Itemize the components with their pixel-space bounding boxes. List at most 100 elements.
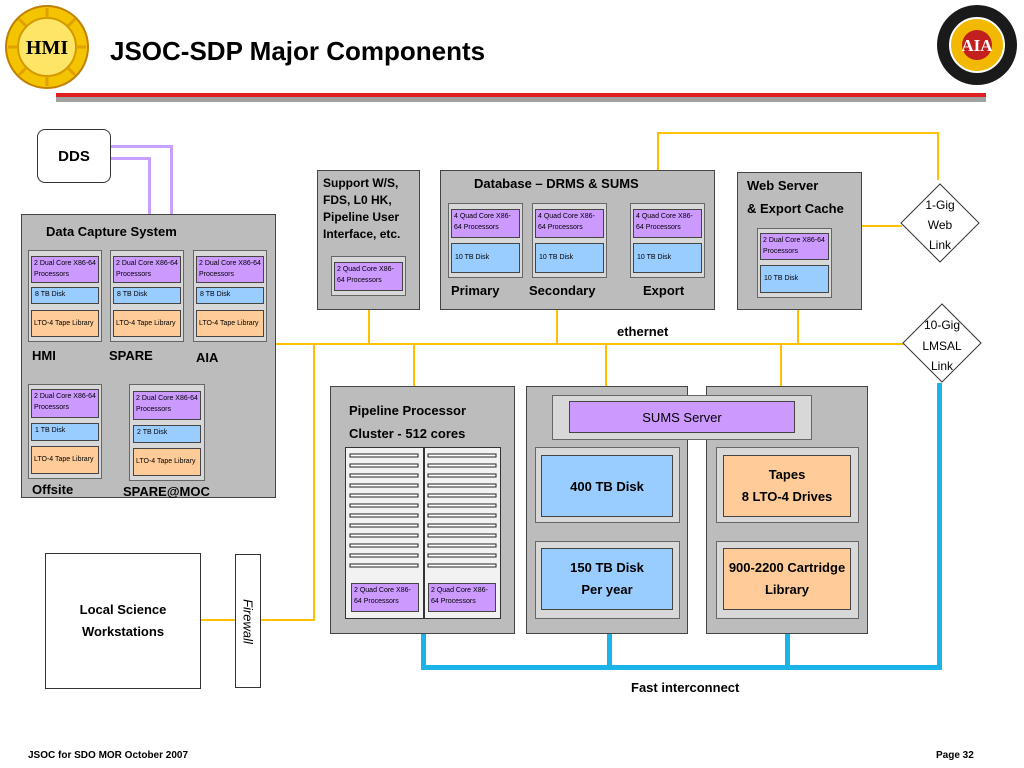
web-server-processors: 2 Dual Core X86-64 Processors: [760, 233, 829, 260]
ethernet-label: ethernet: [617, 324, 669, 339]
fast-sums-drop: [607, 634, 612, 670]
fast-pipeline-drop: [421, 634, 426, 670]
10-gig-lmsal-link: [902, 303, 982, 383]
dds-line-1v: [170, 145, 173, 215]
library-line2: Library: [764, 582, 810, 597]
1-gig-web-link: [900, 183, 980, 263]
header-rule-gray: [56, 97, 986, 102]
pipeline-title-line2: Cluster - 512 cores: [349, 426, 466, 441]
spare-disk: 8 TB Disk: [113, 287, 181, 304]
svg-text:AIA: AIA: [961, 36, 993, 55]
support-drop: [368, 310, 370, 344]
web-link-right-drop: [937, 132, 939, 180]
spare-moc-label: SPARE@MOC: [123, 484, 210, 499]
pipeline-processors-left: 2 Quad Core X86-64 Processors: [351, 583, 419, 612]
spare-label: SPARE: [109, 348, 153, 363]
fast-bus: [421, 665, 942, 670]
header-rule-red: [56, 93, 986, 97]
offsite-disk: 1 TB Disk: [31, 423, 99, 441]
tapes-line2: 8 LTO-4 Drives: [741, 489, 833, 504]
hmi-processors: 2 Dual Core X86-64 Processors: [31, 256, 99, 283]
disk-150-line1: 150 TB Disk: [570, 560, 644, 575]
offsite-label: Offsite: [32, 482, 74, 497]
footer-left: JSOC for SDO MOR October 2007: [28, 750, 189, 761]
hmi-disk: 8 TB Disk: [31, 287, 99, 304]
hmi-tape-library: LTO-4 Tape Library: [31, 310, 99, 337]
pipeline-drop: [413, 343, 415, 387]
dds-label: DDS: [58, 147, 90, 165]
tapes-drop: [780, 343, 782, 387]
sums-drop: [605, 343, 607, 387]
spare-moc-tape-library: LTO-4 Tape Library: [133, 448, 201, 476]
page-title: JSOC-SDP Major Components: [110, 36, 486, 66]
sums-server-label: SUMS Server: [642, 409, 722, 425]
database-drop: [556, 310, 558, 344]
secondary-processors: 4 Quad Core X86-64 Processors: [535, 209, 604, 238]
10-gig-line2: LMSAL: [922, 339, 962, 353]
spare-moc-disk: 2 TB Disk: [133, 425, 201, 443]
export-processors: 4 Quad Core X86-64 Processors: [633, 209, 702, 238]
primary-processors: 4 Quad Core X86-64 Processors: [451, 209, 520, 238]
disk-400: 400 TB Disk: [541, 455, 673, 517]
spare-processors: 2 Dual Core X86-64 Processors: [113, 256, 181, 283]
aia-logo: AIA: [936, 4, 1018, 86]
dds-line-1: [110, 145, 172, 148]
10-gig-line3: Link: [930, 359, 953, 373]
tapes-drives: Tapes 8 LTO-4 Drives: [723, 455, 851, 517]
aia-processors: 2 Dual Core X86-64 Processors: [196, 256, 264, 283]
offsite-processors: 2 Dual Core X86-64 Processors: [31, 389, 99, 418]
10-gig-line1: 10-Gig: [923, 318, 961, 332]
local-workstations: Local Science Workstations: [45, 553, 201, 689]
firewall-label: Firewall: [240, 599, 256, 644]
local-line2: Workstations: [81, 624, 165, 639]
aia-tape-library: LTO-4 Tape Library: [196, 310, 264, 337]
workstation-link: [201, 619, 235, 621]
web-link-left-drop: [657, 132, 659, 170]
1-gig-line3: Link: [928, 238, 951, 252]
dds-line-2: [110, 157, 150, 160]
svg-text:HMI: HMI: [26, 37, 68, 59]
sums-server: SUMS Server: [569, 401, 795, 433]
offsite-tape-library: LTO-4 Tape Library: [31, 446, 99, 474]
fast-tapes-drop: [785, 634, 790, 670]
firewall-link-horizontal: [261, 619, 315, 621]
primary-label: Primary: [451, 283, 500, 298]
fast-lmsal-drop: [937, 383, 942, 670]
1-gig-line1: 1-Gig: [925, 198, 955, 212]
aia-disk: 8 TB Disk: [196, 287, 264, 304]
local-line1: Local Science: [79, 602, 167, 617]
database-title: Database – DRMS & SUMS: [474, 176, 639, 191]
pipeline-processors-right: 2 Quad Core X86-64 Processors: [428, 583, 496, 612]
spare-tape-library: LTO-4 Tape Library: [113, 310, 181, 337]
web-server-title-line1: Web Server: [747, 178, 819, 193]
support-processors: 2 Quad Core X86-64 Processors: [334, 262, 403, 291]
firewall-link-vertical: [313, 343, 315, 621]
hmi-logo: HMI: [4, 4, 90, 90]
support-ws-label: Support W/S, FDS, L0 HK, Pipeline User I…: [323, 176, 401, 241]
disk-400-label: 400 TB Disk: [570, 478, 644, 494]
dds-box: DDS: [37, 129, 111, 183]
library-line1: 900-2200 Cartridge: [728, 560, 846, 575]
export-label: Export: [643, 283, 685, 298]
export-disk: 10 TB Disk: [633, 243, 702, 273]
cartridge-library: 900-2200 Cartridge Library: [723, 548, 851, 610]
fast-interconnect-label: Fast interconnect: [631, 680, 740, 695]
rack-slots: [345, 447, 501, 619]
web-server-title-line2: & Export Cache: [747, 201, 844, 216]
dds-line-2v: [148, 157, 151, 215]
webserver-drop: [797, 310, 799, 344]
disk-150-line2: Per year: [581, 582, 633, 597]
secondary-label: Secondary: [529, 283, 596, 298]
firewall: [235, 554, 261, 688]
tapes-line1: Tapes: [768, 467, 806, 482]
web-link-top: [657, 132, 939, 134]
1-gig-line2: Web: [927, 218, 953, 232]
data-capture-title: Data Capture System: [46, 224, 177, 239]
ethernet-bus: [275, 343, 923, 345]
aia-label: AIA: [196, 350, 219, 365]
spare-moc-processors: 2 Dual Core X86-64 Processors: [133, 391, 201, 420]
footer-page-number: Page 32: [936, 750, 974, 761]
pipeline-title-line1: Pipeline Processor: [349, 403, 467, 418]
webserver-to-1gig: [862, 225, 902, 227]
hmi-label: HMI: [32, 348, 56, 363]
